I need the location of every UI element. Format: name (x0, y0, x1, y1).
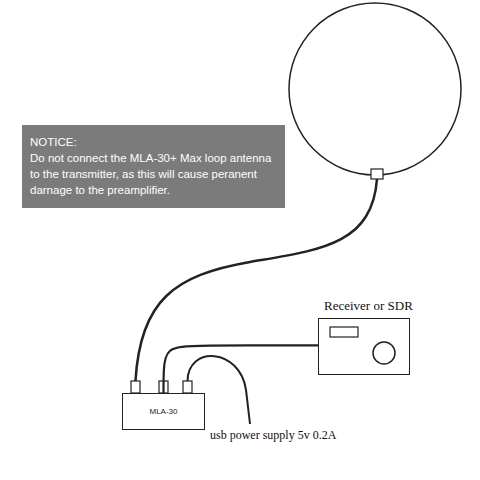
receiver-display (330, 327, 358, 337)
receiver-box: Receiver or SDR (318, 298, 410, 375)
power-port (183, 381, 192, 393)
notice-heading: NOTICE: (30, 134, 277, 150)
notice-box: NOTICE:Do not connect the MLA-30+ Max lo… (22, 125, 285, 208)
receiver-knob (373, 342, 395, 364)
device-heading: Receiver or SDR (324, 298, 410, 314)
notice-text: Do not connect the MLA-30+ Max loop ante… (30, 150, 277, 198)
device-label: MLA-30 (149, 407, 177, 416)
signal-cable (164, 345, 319, 393)
receiver-outline (318, 318, 410, 375)
preamp-box: MLA-30 (122, 393, 205, 430)
antenna-feed-box (371, 169, 383, 179)
power-label: usb power supply 5v 0.2A (210, 428, 336, 443)
antenna-port (131, 381, 140, 393)
usb-cable (188, 356, 251, 424)
loop-antenna (289, 3, 461, 175)
